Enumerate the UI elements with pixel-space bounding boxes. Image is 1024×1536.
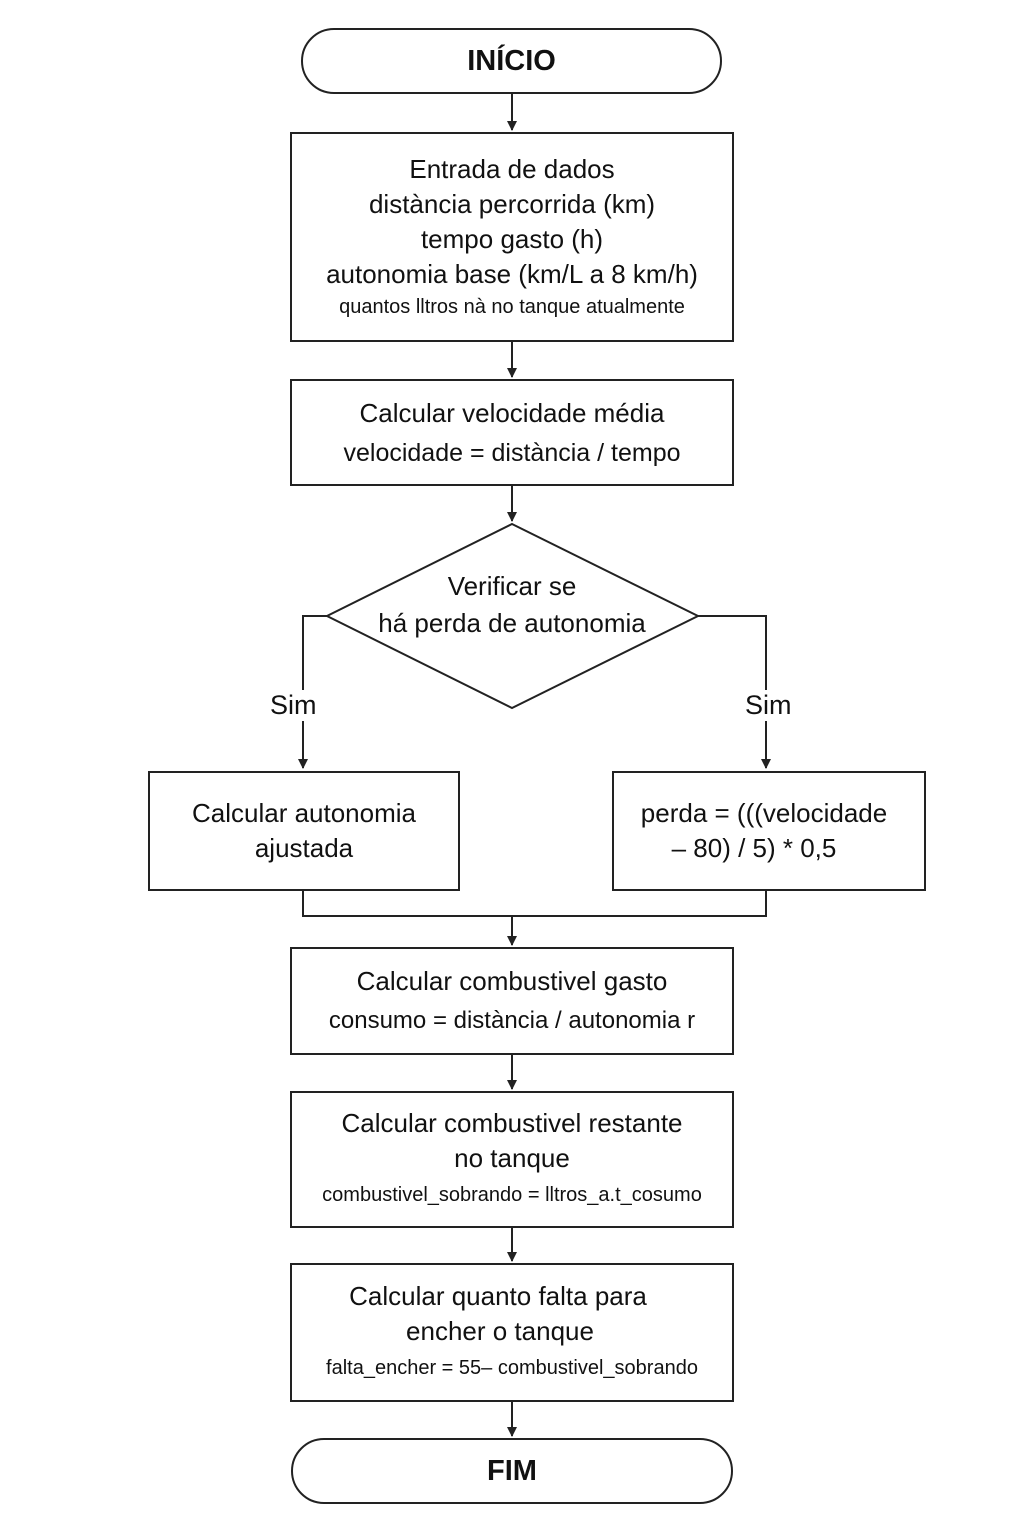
decision-line-1: Verificar se xyxy=(447,571,577,601)
autonomy-line-1: Calcular autonomia xyxy=(191,798,416,828)
input-line-distance: distància percorrida (km) xyxy=(368,189,656,219)
start-label: INÍCIO xyxy=(467,44,556,77)
end-label: FIM xyxy=(487,1454,537,1487)
decision-line-2: há perda de autonomia xyxy=(378,608,646,638)
input-note: quantos lltros nà no tanque atualmente xyxy=(339,296,685,318)
speed-box: Calcular velocidade média velocidade = d… xyxy=(290,379,734,486)
fuel-consumed-box: Calcular combustivel gasto consumo = dis… xyxy=(290,947,734,1055)
input-line-time: tempo gasto (h) xyxy=(420,224,604,254)
speed-formula: velocidade = distància / tempo xyxy=(343,438,681,467)
consumption-title: Calcular combustivel gasto xyxy=(356,966,668,996)
fill-tank-box: Calcular quanto falta para encher o tanq… xyxy=(290,1263,734,1402)
end-terminal: FIM xyxy=(291,1438,733,1504)
input-data-box: Entrada de dados distància percorrida (k… xyxy=(290,132,734,342)
loss-formula-box: perda = (((velocidade – 80) / 5) * 0,5 xyxy=(612,771,926,891)
loss-line-2: – 80) / 5) * 0,5 xyxy=(671,833,837,863)
loss-line-1: perda = (((velocidade xyxy=(640,798,888,828)
speed-title: Calcular velocidade média xyxy=(359,397,665,428)
remaining-formula: combustivel_sobrando = lltros_a.t_cosumo xyxy=(322,1183,702,1206)
branch-right-label: Sim xyxy=(743,690,794,721)
input-title: Entrada de dados xyxy=(409,154,615,184)
start-terminal: INÍCIO xyxy=(301,28,722,94)
fill-line-1: Calcular quanto falta para xyxy=(349,1280,647,1311)
consumption-formula: consumo = distància / autonomia r xyxy=(328,1007,696,1034)
merge-line xyxy=(302,890,767,917)
fill-formula: falta_encher = 55– combustivel_sobrando xyxy=(326,1356,698,1379)
fuel-remaining-box: Calcular combustivel restante no tanque … xyxy=(290,1091,734,1228)
remaining-line-1: Calcular combustivel restante xyxy=(341,1107,683,1138)
autonomy-line-2: ajustada xyxy=(254,833,354,863)
decision-text: Verificar se há perda de autonomia xyxy=(340,567,684,641)
input-line-autonomy: autonomia base (km/L a 8 km/h) xyxy=(326,259,698,289)
fill-line-2: encher o tanque xyxy=(406,1315,594,1346)
adjusted-autonomy-box: Calcular autonomia ajustada xyxy=(148,771,460,891)
remaining-line-2: no tanque xyxy=(454,1142,570,1173)
branch-left-label: Sim xyxy=(268,690,319,721)
decision-diamond xyxy=(324,522,701,710)
